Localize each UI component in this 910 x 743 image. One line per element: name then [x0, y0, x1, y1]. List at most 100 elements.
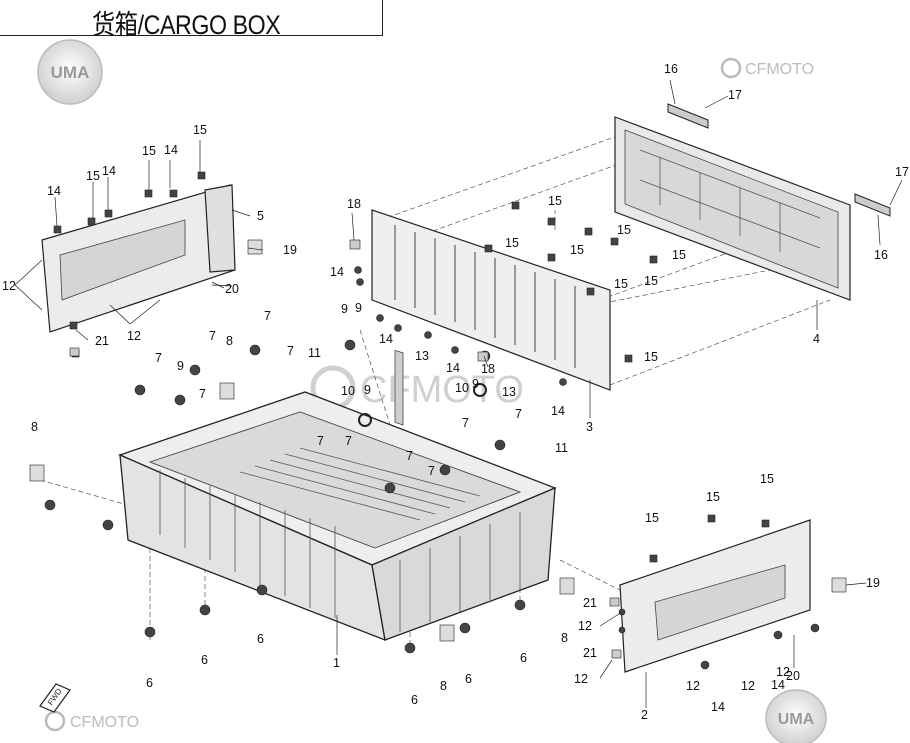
- callout-7: 7: [317, 434, 324, 448]
- callout-12: 12: [127, 329, 141, 343]
- cfmoto-logo-center: CFMOTO: [310, 365, 524, 411]
- uma-text: UMA: [51, 63, 90, 82]
- cfmoto-logo-top-right: CFMOTO: [720, 57, 814, 79]
- callout-15: 15: [548, 194, 562, 208]
- leader-lines: [14, 79, 903, 708]
- callout-15: 15: [505, 236, 519, 250]
- callout-7: 7: [199, 387, 206, 401]
- callout-14: 14: [47, 184, 61, 198]
- callout-15: 15: [142, 144, 156, 158]
- callout-21: 21: [583, 646, 597, 660]
- tailgate-panel: [614, 116, 851, 301]
- callout-7: 7: [345, 434, 352, 448]
- callout-8: 8: [31, 420, 38, 434]
- callout-1: 1: [333, 656, 340, 670]
- callout-5: 5: [257, 209, 264, 223]
- callout-14: 14: [164, 143, 178, 157]
- callout-14: 14: [446, 361, 460, 375]
- callout-7: 7: [428, 464, 435, 478]
- callout-18: 18: [481, 362, 495, 376]
- callout-2: 2: [641, 708, 648, 722]
- callout-9: 9: [177, 359, 184, 373]
- callout-6: 6: [257, 632, 264, 646]
- tailgate-inner-frame: [371, 209, 611, 426]
- callout-15: 15: [617, 223, 631, 237]
- callout-12: 12: [578, 619, 592, 633]
- callout-21: 21: [95, 334, 109, 348]
- callout-15: 15: [193, 123, 207, 137]
- callout-7: 7: [462, 416, 469, 430]
- callout-9: 9: [364, 383, 371, 397]
- callout-8: 8: [561, 631, 568, 645]
- callout-7: 7: [155, 351, 162, 365]
- callout-15: 15: [614, 277, 628, 291]
- callout-6: 6: [201, 653, 208, 667]
- callout-14: 14: [379, 332, 393, 346]
- callout-17: 17: [895, 165, 909, 179]
- callout-12: 12: [574, 672, 588, 686]
- tailgate-hinge-right: [854, 193, 891, 217]
- callout-18: 18: [347, 197, 361, 211]
- svg-text:CFMOTO: CFMOTO: [745, 61, 814, 78]
- callout-11: 11: [555, 441, 568, 455]
- callout-9: 9: [341, 302, 348, 316]
- callout-19: 19: [866, 576, 880, 590]
- tailgate-hinge-left: [667, 103, 709, 129]
- callout-13: 13: [415, 349, 429, 363]
- callout-15: 15: [706, 490, 720, 504]
- callout-15: 15: [570, 243, 584, 257]
- callout-6: 6: [465, 672, 472, 686]
- callout-7: 7: [287, 344, 294, 358]
- callout-15: 15: [672, 248, 686, 262]
- callout-7: 7: [406, 449, 413, 463]
- callout-6: 6: [146, 676, 153, 690]
- svg-text:UMA: UMA: [778, 711, 815, 728]
- callout-14: 14: [771, 678, 785, 692]
- title-frame: 货箱/CARGO BOX: [0, 0, 383, 40]
- callout-12: 12: [2, 279, 16, 293]
- callout-19: 19: [283, 243, 297, 257]
- callout-21: 21: [583, 596, 597, 610]
- callout-4: 4: [813, 332, 820, 346]
- callout-14: 14: [102, 164, 116, 178]
- uma-logo-top-left: UMA: [37, 39, 103, 105]
- callout-3: 3: [586, 420, 593, 434]
- callout-9: 9: [355, 301, 362, 315]
- callout-15: 15: [644, 274, 658, 288]
- uma-logo-bottom-right: UMA: [765, 689, 827, 743]
- callout-15: 15: [644, 350, 658, 364]
- callout-14: 14: [330, 265, 344, 279]
- callout-13: 13: [502, 385, 516, 399]
- callout-10: 10: [341, 384, 355, 398]
- callout-8: 8: [226, 334, 233, 348]
- callout-14: 14: [711, 700, 725, 714]
- cargo-box-tub: [118, 391, 557, 642]
- callout-8: 8: [440, 679, 447, 693]
- callout-6: 6: [520, 651, 527, 665]
- right-side-panel: [619, 519, 811, 673]
- callout-20: 20: [225, 282, 239, 296]
- callout-14: 14: [551, 404, 565, 418]
- callout-12: 12: [686, 679, 700, 693]
- callout-15: 15: [760, 472, 774, 486]
- callout-9: 9: [472, 377, 479, 391]
- callout-12: 12: [741, 679, 755, 693]
- callout-16: 16: [664, 62, 678, 76]
- callout-7: 7: [209, 329, 216, 343]
- callout-7: 7: [264, 309, 271, 323]
- callout-10: 10: [455, 381, 469, 395]
- svg-text:CFMOTO: CFMOTO: [70, 714, 139, 731]
- callout-16: 16: [874, 248, 888, 262]
- callout-11: 11: [308, 346, 321, 360]
- page-title: 货箱/CARGO BOX: [92, 10, 281, 40]
- callout-labels: 1 2 3 4 5 6 6 6 6 6 6 7 7 7 7 7 7 7 7 7 …: [2, 62, 909, 722]
- callout-6: 6: [411, 693, 418, 707]
- left-side-panel: [41, 184, 236, 333]
- callout-15: 15: [645, 511, 659, 525]
- cfmoto-logo-bottom-left: CFMOTO: [44, 710, 139, 732]
- svg-text:CFMOTO: CFMOTO: [360, 369, 524, 411]
- callout-12: 12: [776, 665, 790, 679]
- fwd-arrow-icon: FWD: [39, 683, 71, 713]
- callout-20: 20: [786, 669, 800, 683]
